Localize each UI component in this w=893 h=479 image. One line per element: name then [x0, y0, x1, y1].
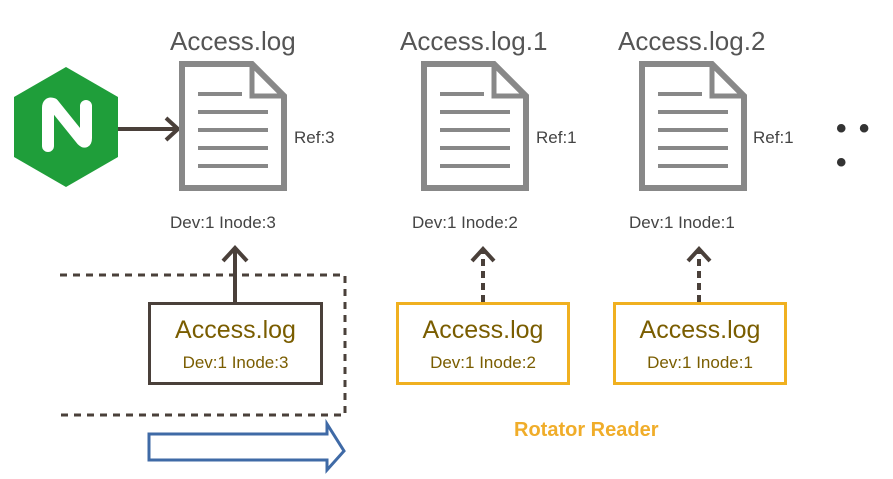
file-dev-inode-access-log-1: Dev:1 Inode:2: [412, 213, 518, 232]
reader-dev-inode: Dev:1 Inode:3: [182, 352, 289, 372]
file-dev-inode-access-log: Dev:1 Inode:3: [170, 213, 276, 232]
file-dev-inode-access-log-2: Dev:1 Inode:1: [629, 213, 735, 232]
document-icon-access-log-2: [642, 64, 744, 188]
ref-count-access-log-2: Ref:1: [753, 128, 794, 147]
rotator-reader-box-2: Access.log Dev:1 Inode:1: [613, 302, 787, 385]
reader-dev-inode: Dev:1 Inode:2: [430, 352, 536, 372]
nginx-logo-icon: [14, 67, 118, 187]
ref-count-access-log-1: Ref:1: [536, 128, 577, 147]
rotator-reader-arrow-2: [686, 246, 712, 302]
ref-count-access-log: Ref:3: [294, 128, 335, 147]
rotation-flow-arrow-icon: [147, 418, 346, 474]
rotator-reader-box-1: Access.log Dev:1 Inode:2: [396, 302, 570, 385]
active-reader-dashed-frame: [60, 273, 347, 417]
more-files-ellipsis: • • •: [836, 112, 872, 179]
file-title-access-log-1: Access.log.1: [400, 26, 548, 56]
document-icon-access-log-1: [424, 64, 526, 188]
reader-dev-inode: Dev:1 Inode:1: [647, 352, 753, 372]
rotator-reader-arrow-1: [470, 246, 496, 302]
reader-name: Access.log: [422, 315, 544, 344]
nginx-write-arrow: [118, 116, 181, 142]
file-title-access-log: Access.log: [170, 26, 296, 56]
reader-name: Access.log: [639, 315, 761, 344]
file-title-access-log-2: Access.log.2: [618, 26, 766, 56]
active-reader-box: Access.log Dev:1 Inode:3: [148, 302, 323, 385]
reader-name: Access.log: [175, 315, 296, 344]
rotator-reader-label: Rotator Reader: [514, 419, 659, 441]
document-icon-access-log: [182, 64, 284, 188]
active-reader-arrow: [221, 245, 249, 302]
